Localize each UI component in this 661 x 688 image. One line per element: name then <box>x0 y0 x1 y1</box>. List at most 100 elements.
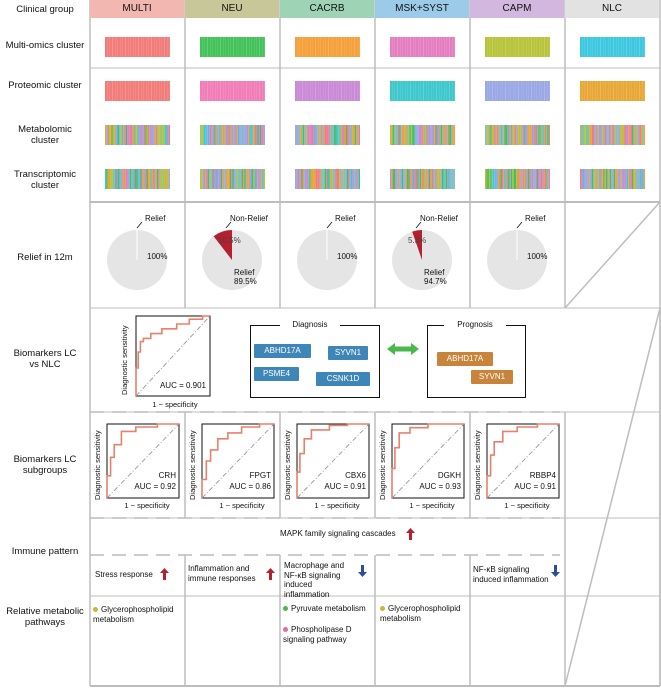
stripe <box>624 125 626 145</box>
down-arrow-icon-shape <box>551 565 560 577</box>
stripe <box>590 169 592 189</box>
dot-pink-icon <box>283 627 288 633</box>
stripe <box>300 169 302 189</box>
diagnosis-gene-2: SYVN1 <box>328 346 368 360</box>
stripe <box>214 125 216 145</box>
stripe <box>615 169 617 189</box>
stripe <box>435 125 437 145</box>
stripe <box>529 125 531 145</box>
stripe <box>310 125 312 145</box>
diagnosis-gene-4: CSNK1D <box>316 372 370 386</box>
stripe <box>632 125 634 145</box>
up-arrow-icon-shape <box>406 528 415 540</box>
roc-sub-dgkh-diagonal <box>391 423 465 499</box>
stripe <box>258 125 260 145</box>
stripe <box>343 169 345 189</box>
multi-omics-bar <box>200 37 265 57</box>
stripe <box>168 169 170 189</box>
stripe <box>434 169 436 189</box>
stripe <box>318 125 320 145</box>
stripe <box>604 125 607 145</box>
stripe <box>600 169 603 189</box>
stripe <box>345 125 348 145</box>
stripe <box>254 125 256 145</box>
roc-sub-crh-diagonal <box>106 423 180 499</box>
pie-nonrelief-label: Non-Relief <box>420 214 458 223</box>
stripe <box>331 125 333 145</box>
stripe <box>453 125 455 145</box>
stripe <box>136 169 138 189</box>
row-label-biomarkers-sub: Biomarkers LC subgroups <box>13 454 77 476</box>
stripe <box>235 125 237 145</box>
stripe <box>440 169 443 189</box>
stripe <box>419 169 422 189</box>
immune-nfkb-text: NF-κB signaling induced inflammation <box>473 565 549 584</box>
stripe <box>313 125 315 145</box>
roc-sub-ylabel: Diagnostic sensitivity <box>283 430 292 500</box>
stripe <box>153 125 155 145</box>
stripe <box>432 125 435 145</box>
stripe <box>339 169 341 189</box>
stripe <box>147 125 150 145</box>
stripe <box>490 125 492 145</box>
stripe <box>205 125 207 145</box>
multi-omics-bar <box>580 37 645 57</box>
stripe <box>154 125 156 145</box>
stripe <box>422 169 424 189</box>
stripe <box>236 169 238 189</box>
stripe <box>301 125 303 145</box>
metabolomic-bar <box>580 125 645 145</box>
stripe <box>393 125 396 145</box>
stripe <box>495 125 497 145</box>
stripe <box>498 125 500 145</box>
stripe <box>322 169 324 189</box>
stripe <box>630 125 633 145</box>
stripe <box>619 125 621 145</box>
stripe <box>255 169 258 189</box>
stripe <box>237 169 240 189</box>
stripe <box>330 169 332 189</box>
stripe <box>235 169 237 189</box>
stripe <box>634 125 636 145</box>
metabolic-cacrb-2: Phospholipase D signaling pathway <box>283 625 375 644</box>
dot-yellow-icon <box>93 607 98 613</box>
stripe <box>262 169 264 189</box>
stripe <box>524 125 526 145</box>
stripe <box>233 169 236 189</box>
stripe <box>635 169 638 189</box>
row-label-multi-omics: Multi-omics cluster <box>5 40 85 51</box>
stripe <box>318 169 320 189</box>
stripe <box>157 125 159 145</box>
stripe <box>503 125 505 145</box>
stripe <box>421 169 423 189</box>
stripe <box>598 169 600 189</box>
stripe <box>324 169 327 189</box>
stripe <box>252 169 254 189</box>
stripe <box>608 169 610 189</box>
stripe <box>297 169 299 189</box>
pie-nonrelief-slice <box>412 230 422 260</box>
stripe <box>298 169 301 189</box>
stripe <box>448 169 450 189</box>
transcriptomic-bar <box>295 169 360 189</box>
stripe <box>537 169 539 189</box>
stripe <box>125 169 128 189</box>
stripe <box>518 169 521 189</box>
diagnosis-gene-3: PSME4 <box>254 367 299 381</box>
stripe <box>633 125 635 145</box>
stripe <box>617 169 620 189</box>
stripe <box>594 125 596 145</box>
roc-main-diagonal <box>135 315 211 397</box>
stripe <box>606 125 608 145</box>
stripe <box>599 125 601 145</box>
stripe <box>160 125 163 145</box>
stripe <box>328 125 331 145</box>
stripe <box>539 169 541 189</box>
stripe <box>518 125 521 145</box>
metabolic-cacrb-1: Pyruvate metabolism <box>283 604 378 614</box>
stripe <box>140 169 142 189</box>
stripe <box>331 169 333 189</box>
stripe <box>540 125 543 145</box>
stripe <box>358 169 360 189</box>
stripe <box>314 169 316 189</box>
